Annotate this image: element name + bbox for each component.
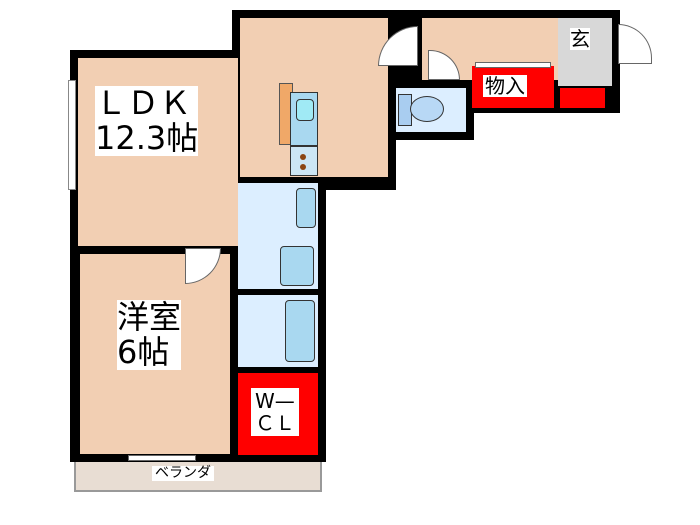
ldk-name: ＬＤＫ	[95, 84, 192, 122]
entrance-door[interactable]	[618, 24, 652, 64]
stove	[290, 146, 318, 176]
ldk-window[interactable]	[68, 80, 76, 190]
entrance-label: 玄	[570, 27, 590, 51]
washbasin	[280, 246, 314, 286]
wic-line1: W—	[255, 389, 295, 413]
veranda-window[interactable]	[128, 455, 196, 461]
bath-wall	[238, 289, 318, 295]
western-room-name: 洋室	[117, 298, 182, 336]
wic-label: W—ＣＬ	[251, 388, 299, 436]
wic-line2: ＣＬ	[255, 411, 295, 435]
western-room-size: 6帖	[117, 333, 170, 372]
stove-burner-icon	[300, 154, 306, 160]
veranda-label: ベランダ	[152, 465, 214, 482]
kitchen-sink	[296, 99, 314, 121]
closet-label: 物入	[483, 74, 527, 98]
closet-door[interactable]	[475, 62, 551, 68]
bathtub	[285, 300, 315, 362]
toilet-bowl-icon	[410, 96, 444, 122]
stove-burner-icon	[300, 164, 306, 170]
shoe-cabinet	[560, 88, 605, 108]
ldk-size: 12.3帖	[95, 119, 199, 158]
washing-machine-area	[296, 188, 316, 228]
